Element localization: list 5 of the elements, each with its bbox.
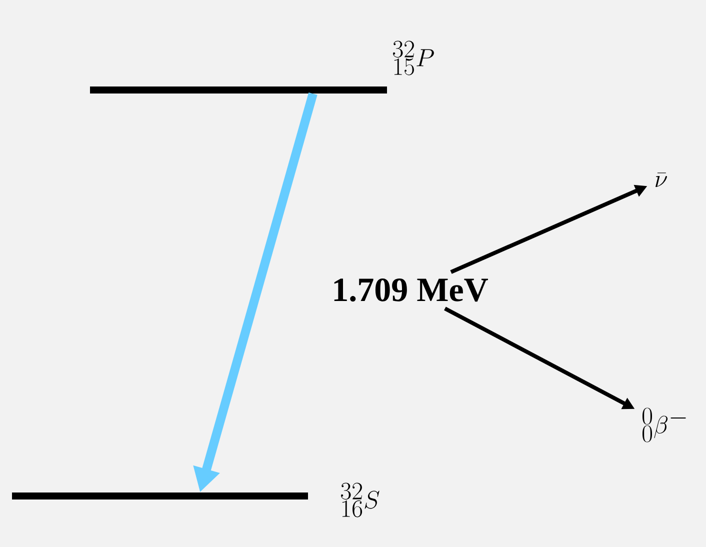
energy-label: 1.709 MeV (334, 278, 488, 302)
particle-symbol: $^{0}_{0}\beta^{-}$ (642, 408, 686, 442)
nuclide-symbol: $^{32}_{16}S$ (341, 482, 380, 518)
particle-symbol: $\bar{\nu}$ (656, 172, 667, 187)
nuclide-symbol: $^{32}_{15}P$ (393, 40, 434, 76)
